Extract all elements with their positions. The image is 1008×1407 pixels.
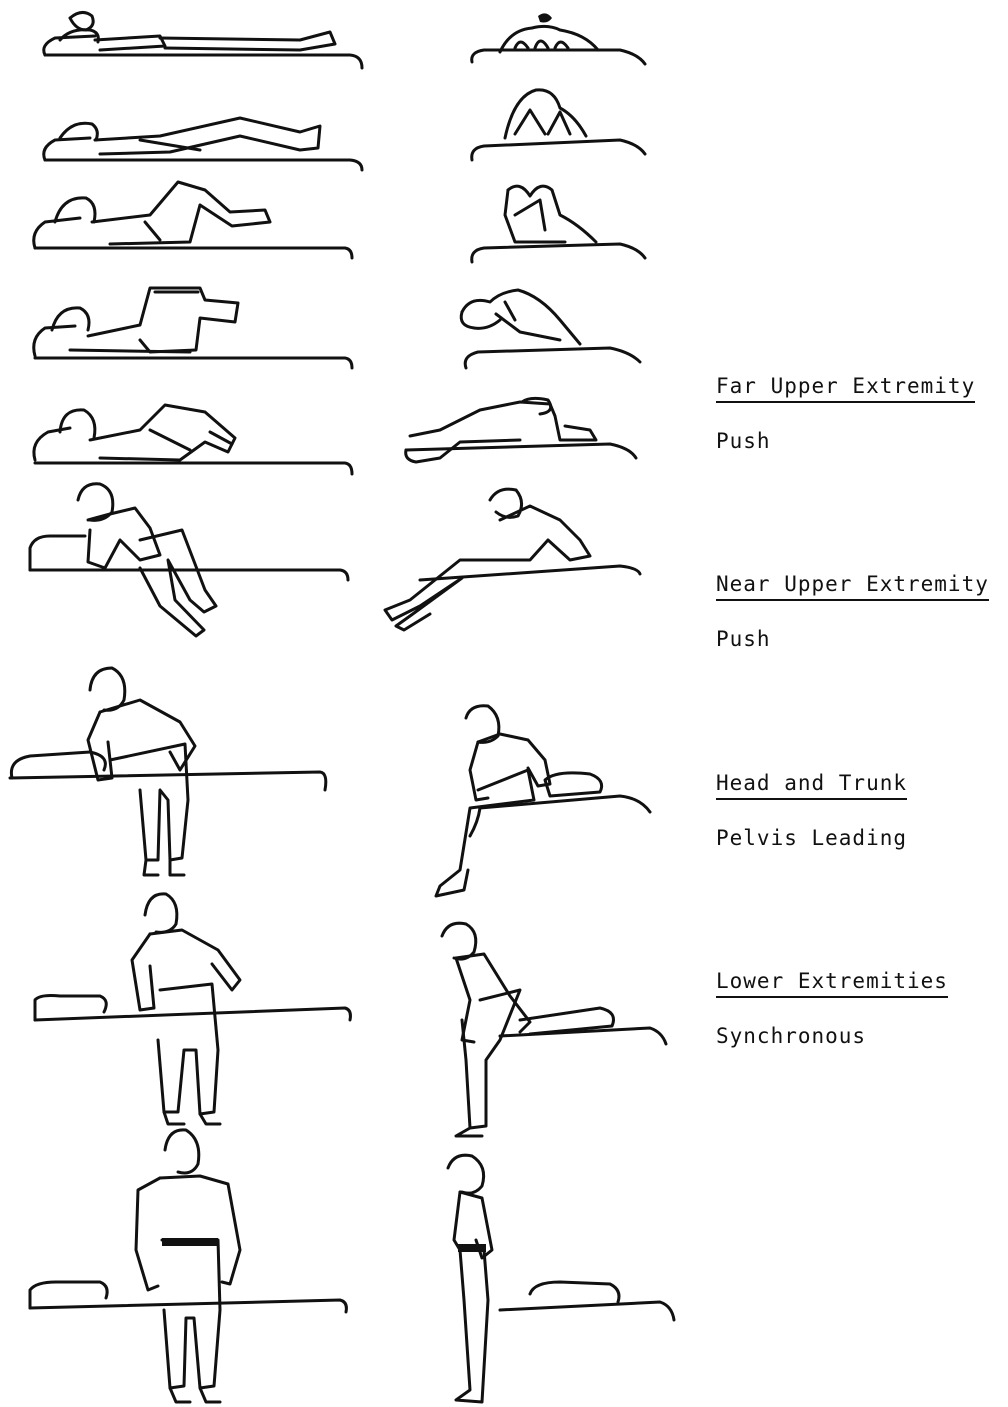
right-frame-6-sitting-up bbox=[385, 489, 640, 630]
label-value: Pelvis Leading bbox=[716, 826, 1008, 850]
sit-to-stand-drawing bbox=[0, 0, 700, 1407]
sequence-illustration bbox=[0, 0, 700, 1407]
label-group-near-upper-extremity: Near Upper Extremity Push bbox=[716, 572, 1008, 651]
label-heading: Head and Trunk bbox=[716, 771, 907, 800]
label-value: Push bbox=[716, 627, 1008, 651]
right-frame-4-hips-raised bbox=[461, 290, 640, 368]
left-frame-8-standing-up bbox=[35, 894, 350, 1124]
left-frame-4-hips-raised bbox=[34, 288, 352, 368]
label-group-head-and-trunk: Head and Trunk Pelvis Leading bbox=[716, 771, 1008, 850]
label-value: Push bbox=[716, 429, 1008, 453]
label-group-lower-extremities: Lower Extremities Synchronous bbox=[716, 969, 1008, 1048]
label-heading: Near Upper Extremity bbox=[716, 572, 989, 601]
right-frame-3-knees-up bbox=[472, 186, 645, 262]
right-frame-1-supine bbox=[472, 13, 645, 64]
right-frame-9-standing bbox=[448, 1155, 674, 1402]
left-frame-1-supine bbox=[44, 12, 362, 68]
movement-labels: Far Upper Extremity Push Near Upper Extr… bbox=[716, 0, 1008, 1407]
left-frame-9-standing bbox=[30, 1130, 346, 1402]
label-heading: Far Upper Extremity bbox=[716, 374, 975, 403]
label-group-far-upper-extremity: Far Upper Extremity Push bbox=[716, 374, 1008, 453]
label-value: Synchronous bbox=[716, 1024, 1008, 1048]
left-frame-2-knees-bent bbox=[44, 118, 362, 170]
right-frame-2-knees-bent bbox=[472, 90, 645, 160]
right-frame-5-rolling bbox=[406, 398, 636, 462]
left-frame-3-knees-up bbox=[34, 182, 352, 258]
left-frame-6-sitting-up bbox=[30, 484, 348, 636]
label-heading: Lower Extremities bbox=[716, 969, 948, 998]
left-frame-7-edge-sit bbox=[10, 668, 326, 875]
right-frame-7-edge-sit bbox=[436, 706, 650, 896]
right-frame-8-leaning bbox=[442, 923, 666, 1136]
left-frame-5-rolling bbox=[34, 405, 352, 474]
